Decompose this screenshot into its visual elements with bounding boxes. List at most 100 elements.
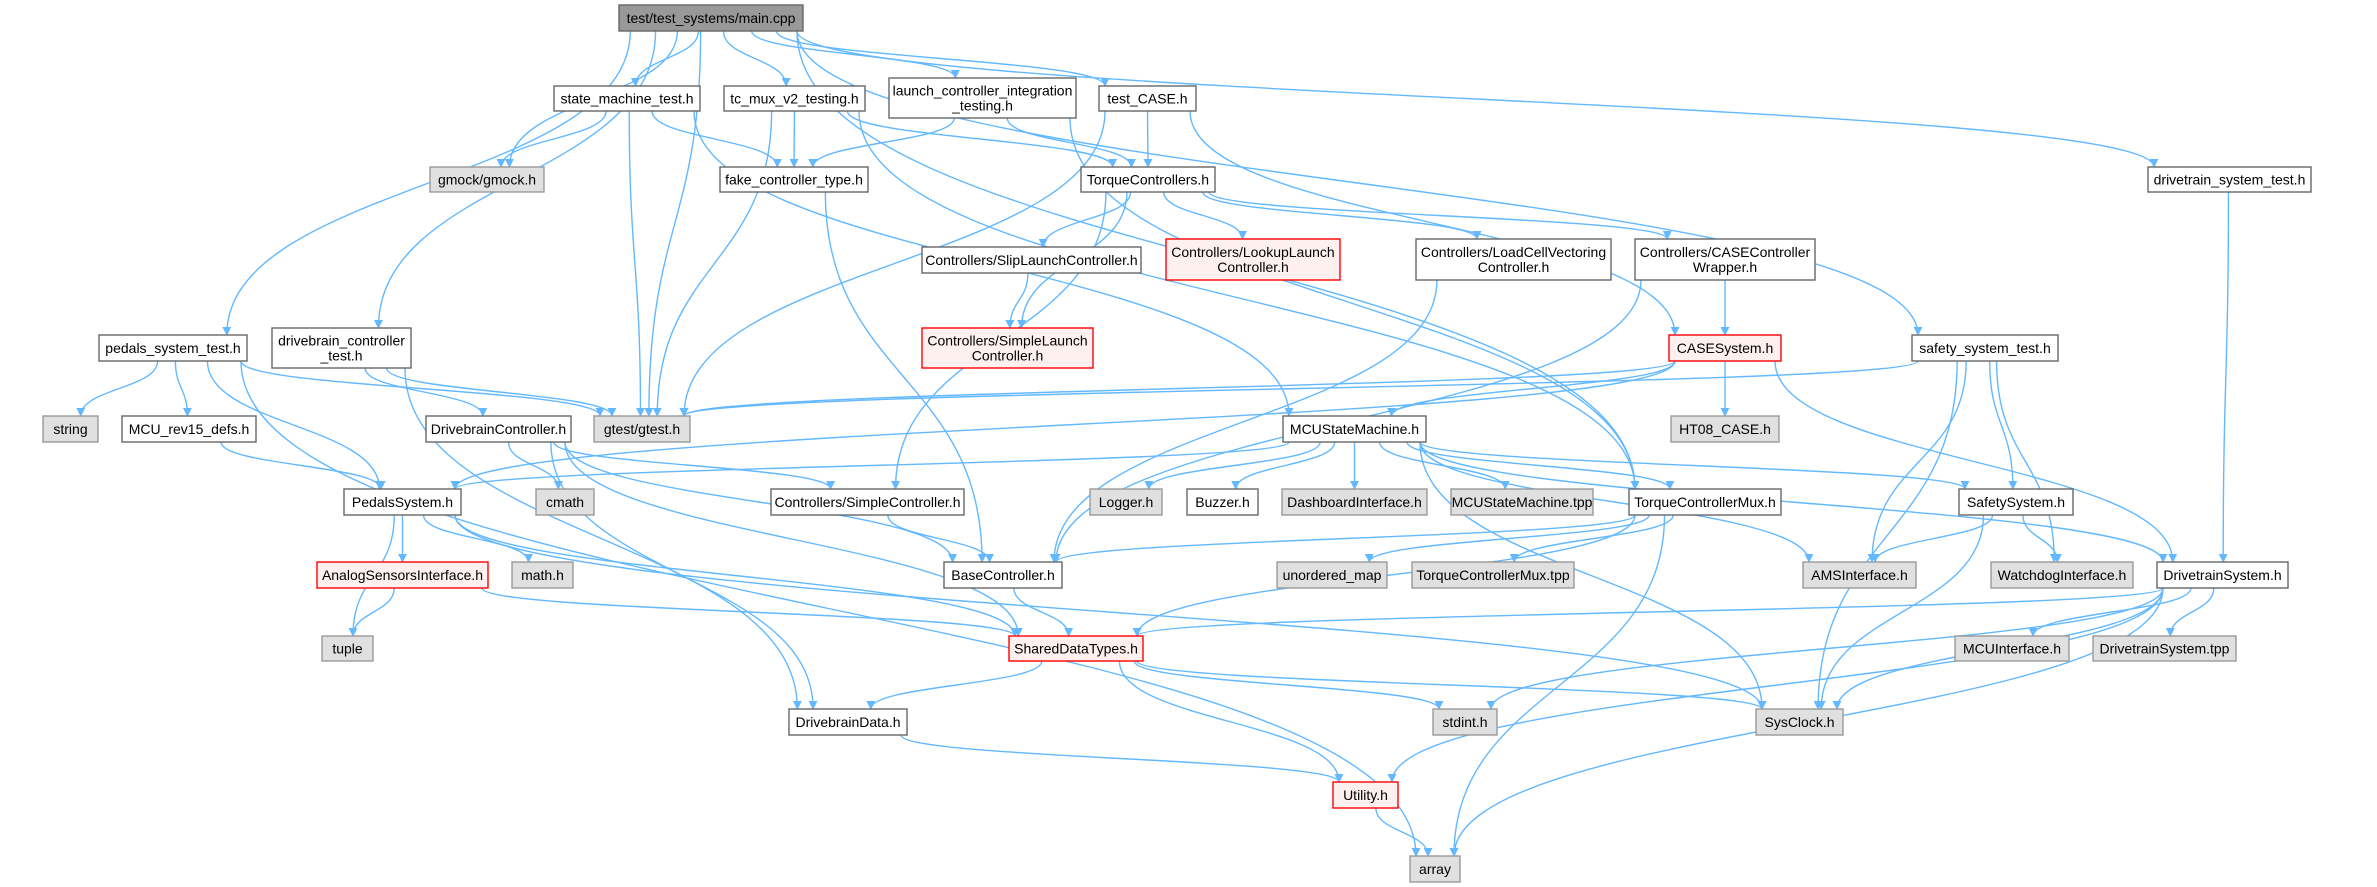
node-label: TorqueControllers.h (1087, 172, 1209, 188)
node-unordered_map[interactable]: unordered_map (1276, 561, 1388, 589)
edge-MCU_rev15_defs-to-PedalsSystem (220, 441, 386, 490)
node-SafetySystem[interactable]: SafetySystem.h (1958, 488, 2074, 516)
node-MCU_rev15_defs[interactable]: MCU_rev15_defs.h (121, 415, 257, 443)
node-AnalogSensorsInterface[interactable]: AnalogSensorsInterface.h (316, 561, 489, 589)
node-label: drivebrain_controller (278, 333, 405, 349)
node-label: Logger.h (1099, 494, 1154, 510)
node-MCUStateMachine_tpp[interactable]: MCUStateMachine.tpp (1450, 488, 1594, 516)
node-box (1008, 635, 1144, 662)
node-box (921, 246, 1142, 274)
node-box (1628, 488, 1782, 516)
node-label: Controllers/SimpleLaunch (927, 333, 1087, 349)
node-AMSInterface[interactable]: AMSInterface.h (1802, 561, 1917, 589)
edge-SharedDataTypes-to-SysClock (1136, 660, 1767, 710)
node-gtest[interactable]: gtest/gtest.h (593, 415, 691, 443)
node-math[interactable]: math.h (511, 561, 574, 589)
node-box (42, 415, 99, 443)
node-label: Controller.h (1217, 259, 1289, 275)
node-label: cmath (546, 494, 584, 510)
node-box (1165, 238, 1341, 281)
edge-main-to-test_CASE (775, 30, 1110, 87)
edge-TorqueControllers-to-CASEWrapper (1208, 191, 1672, 240)
node-DrivetrainSystem_tpp[interactable]: DrivetrainSystem.tpp (2092, 635, 2237, 662)
edge-safety_system_test-to-SafetySystem (1988, 360, 2018, 490)
node-tuple[interactable]: tuple (321, 635, 374, 662)
node-launch_ci[interactable]: launch_controller_integration_testing.h (888, 77, 1077, 119)
node-DashboardInterface[interactable]: DashboardInterface.h (1281, 488, 1428, 516)
edge-SharedDataTypes-to-Utility (1118, 660, 1344, 783)
node-BaseController[interactable]: BaseController.h (943, 561, 1063, 589)
edge-pedals_system_test-to-string (76, 360, 159, 417)
node-string[interactable]: string (42, 415, 99, 443)
node-box (1080, 166, 1216, 193)
node-box (2156, 561, 2289, 589)
node-CASESystem[interactable]: CASESystem.h (1668, 334, 1782, 362)
node-box (429, 166, 545, 193)
node-label: BaseController.h (951, 567, 1055, 583)
edge-DrivetrainSystem-to-MCUInterface (2028, 587, 2192, 637)
edge-MCUStateMachine-to-SysClock (1419, 441, 1767, 710)
node-test_CASE[interactable]: test_CASE.h (1098, 85, 1197, 112)
edge-DrivebrainController-to-SharedDataTypes (564, 441, 1023, 637)
node-drivetrain_system_test[interactable]: drivetrain_system_test.h (2147, 166, 2312, 193)
node-MCUInterface[interactable]: MCUInterface.h (1954, 635, 2070, 662)
edge-AnalogSensorsInterface-to-tuple (348, 587, 395, 637)
node-label: drivetrain_system_test.h (2154, 172, 2306, 188)
node-TorqueControllers[interactable]: TorqueControllers.h (1080, 166, 1216, 193)
node-Utility[interactable]: Utility.h (1332, 781, 1399, 809)
node-safety_system_test[interactable]: safety_system_test.h (1911, 334, 2059, 362)
node-SlipLaunch[interactable]: Controllers/SlipLaunchController.h (921, 246, 1142, 274)
node-label: test/test_systems/main.cpp (627, 10, 796, 26)
edge-DrivebrainController-to-BaseController (564, 441, 957, 563)
node-label: unordered_map (1283, 567, 1382, 583)
node-drivebrain_controller_test[interactable]: drivebrain_controller_test.h (271, 327, 412, 369)
node-SimpleController[interactable]: Controllers/SimpleController.h (770, 488, 965, 516)
node-SharedDataTypes[interactable]: SharedDataTypes.h (1008, 635, 1144, 662)
node-Buzzer[interactable]: Buzzer.h (1186, 488, 1259, 516)
edge-pedals_system_test-to-MCU_rev15_defs (174, 360, 192, 417)
node-MCUStateMachine[interactable]: MCUStateMachine.h (1282, 415, 1427, 443)
node-pedals_system_test[interactable]: pedals_system_test.h (98, 334, 248, 362)
node-box (98, 334, 248, 362)
node-gmock[interactable]: gmock/gmock.h (429, 166, 545, 193)
node-DrivebrainData[interactable]: DrivebrainData.h (788, 708, 908, 736)
node-TorqueControllerMux[interactable]: TorqueControllerMux.h (1628, 488, 1782, 516)
node-tc_mux_v2_testing[interactable]: tc_mux_v2_testing.h (723, 85, 866, 112)
node-LoadCell[interactable]: Controllers/LoadCellVectoringController.… (1415, 238, 1612, 281)
edge-SharedDataTypes-to-stdint (1133, 660, 1444, 710)
node-WatchdogInterface[interactable]: WatchdogInterface.h (1990, 561, 2134, 589)
node-state_machine_test[interactable]: state_machine_test.h (553, 85, 701, 112)
node-box (1450, 488, 1594, 516)
node-cmath[interactable]: cmath (535, 488, 595, 516)
node-box (1634, 238, 1816, 281)
node-SysClock[interactable]: SysClock.h (1755, 708, 1844, 736)
node-label: test_CASE.h (1107, 91, 1187, 107)
edge-TorqueControllerMux-to-TorqueControllerMux_tpp (1509, 514, 1674, 563)
node-box (271, 327, 412, 369)
node-Logger[interactable]: Logger.h (1089, 488, 1163, 516)
edge-CASESystem-to-MCUStateMachine (1387, 360, 1676, 417)
node-main[interactable]: test/test_systems/main.cpp (618, 4, 804, 32)
edge-state_machine_test-to-gmock (496, 110, 607, 168)
node-box (921, 327, 1094, 369)
node-PedalsSystem[interactable]: PedalsSystem.h (343, 488, 462, 516)
node-box (316, 561, 489, 589)
edge-main-to-drivetrain_system_test (796, 30, 2159, 168)
node-label: Utility.h (1343, 787, 1388, 803)
node-label: SharedDataTypes.h (1014, 641, 1138, 657)
node-HT08_CASE[interactable]: HT08_CASE.h (1670, 415, 1780, 443)
edge-LoadCell-to-BaseController (1049, 279, 1438, 563)
node-DrivetrainSystem[interactable]: DrivetrainSystem.h (2156, 561, 2289, 589)
node-box (2092, 635, 2237, 662)
node-TorqueControllerMux_tpp[interactable]: TorqueControllerMux.tpp (1411, 561, 1575, 589)
edge-CASESystem-to-DrivetrainSystem (1774, 360, 2178, 563)
node-array[interactable]: array (1409, 855, 1461, 883)
node-fake_controller_type[interactable]: fake_controller_type.h (719, 166, 869, 193)
node-DrivebrainController[interactable]: DrivebrainController.h (425, 415, 572, 443)
edge-MCUStateMachine-to-Buzzer (1231, 441, 1336, 490)
node-stdint[interactable]: stdint.h (1432, 708, 1498, 736)
node-label: Controller.h (972, 348, 1044, 364)
